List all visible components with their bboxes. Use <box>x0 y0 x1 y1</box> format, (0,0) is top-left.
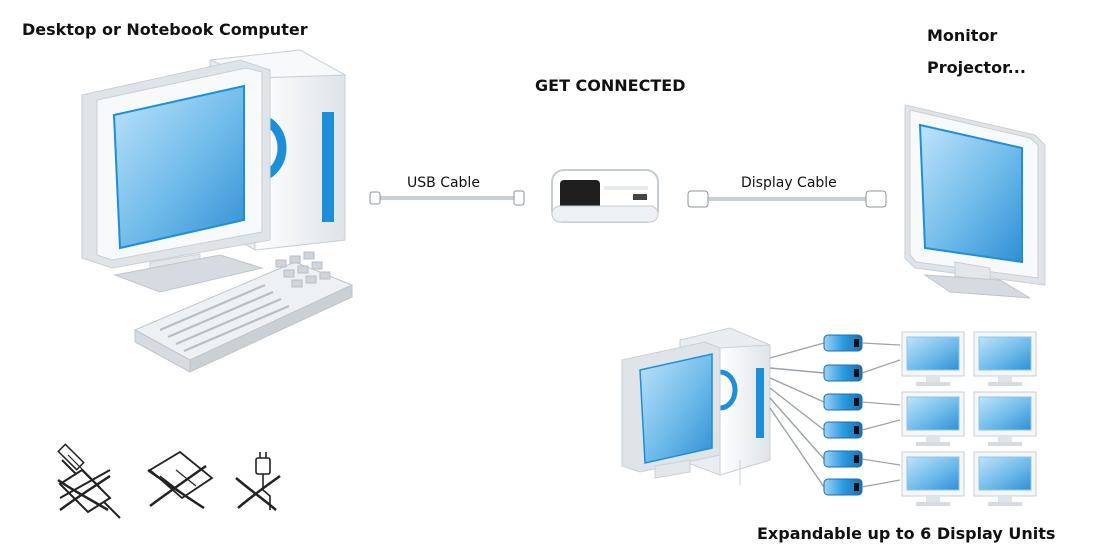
mini-adapter-icon <box>823 334 863 352</box>
mini-adapter-icon <box>823 364 863 382</box>
small-monitor-icon <box>973 451 1037 506</box>
display-grid <box>901 331 1037 506</box>
mini-adapter-icon <box>823 450 863 468</box>
projector-label: Projector... <box>927 58 1026 77</box>
mini-adapter-icon <box>823 478 863 496</box>
small-monitor-icon <box>901 331 965 386</box>
fan-out-cables <box>769 342 825 488</box>
no-screwdriver-icon <box>57 443 121 519</box>
small-monitor-icon <box>973 331 1037 386</box>
small-computer-icon <box>621 327 771 485</box>
keyboard-icon <box>133 251 354 373</box>
usb-cable-icon <box>369 190 525 206</box>
monitor-label: Monitor <box>927 26 998 45</box>
no-pci-card-icon <box>147 450 214 510</box>
display-cable-label: Display Cable <box>741 175 837 191</box>
usb-cable-label: USB Cable <box>407 175 480 191</box>
get-connected-title: GET CONNECTED <box>535 76 686 95</box>
usb-display-adapter-icon <box>551 169 659 223</box>
no-power-plug-icon <box>235 452 281 511</box>
small-monitor-icon <box>973 391 1037 446</box>
desktop-monitor-icon <box>81 59 271 293</box>
mini-adapter-icon <box>823 393 863 411</box>
adapter-stack-icon <box>823 334 863 496</box>
adapter-to-monitor-cables <box>861 342 901 488</box>
computer-label: Desktop or Notebook Computer <box>22 20 308 39</box>
external-monitor-icon <box>904 104 1046 299</box>
desktop-computer-icon <box>81 49 354 373</box>
small-monitor-icon <box>901 451 965 506</box>
expandable-label: Expandable up to 6 Display Units <box>757 524 1056 543</box>
mini-adapter-icon <box>823 421 863 439</box>
small-monitor-icon <box>901 391 965 446</box>
display-cable-icon <box>687 190 887 208</box>
